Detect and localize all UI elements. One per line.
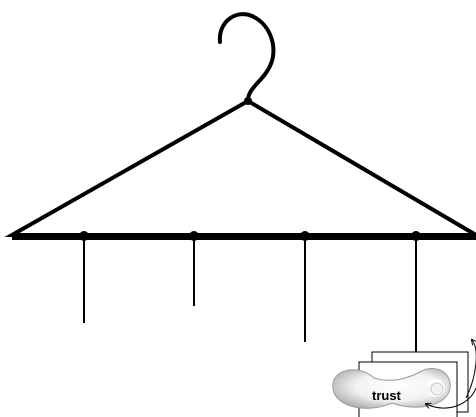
string-2 bbox=[189, 231, 199, 306]
string-4 bbox=[411, 231, 421, 362]
string-1 bbox=[79, 231, 89, 323]
hanger-hook bbox=[217, 12, 276, 102]
heart-icon bbox=[332, 368, 451, 409]
trust-card: trust bbox=[332, 351, 469, 417]
card-label: trust bbox=[372, 388, 402, 403]
hanger-icon bbox=[4, 12, 476, 240]
arrow-bottom bbox=[426, 387, 476, 408]
hanger-frame bbox=[4, 98, 476, 237]
hanging-strings bbox=[79, 231, 421, 362]
string-3 bbox=[300, 231, 310, 342]
